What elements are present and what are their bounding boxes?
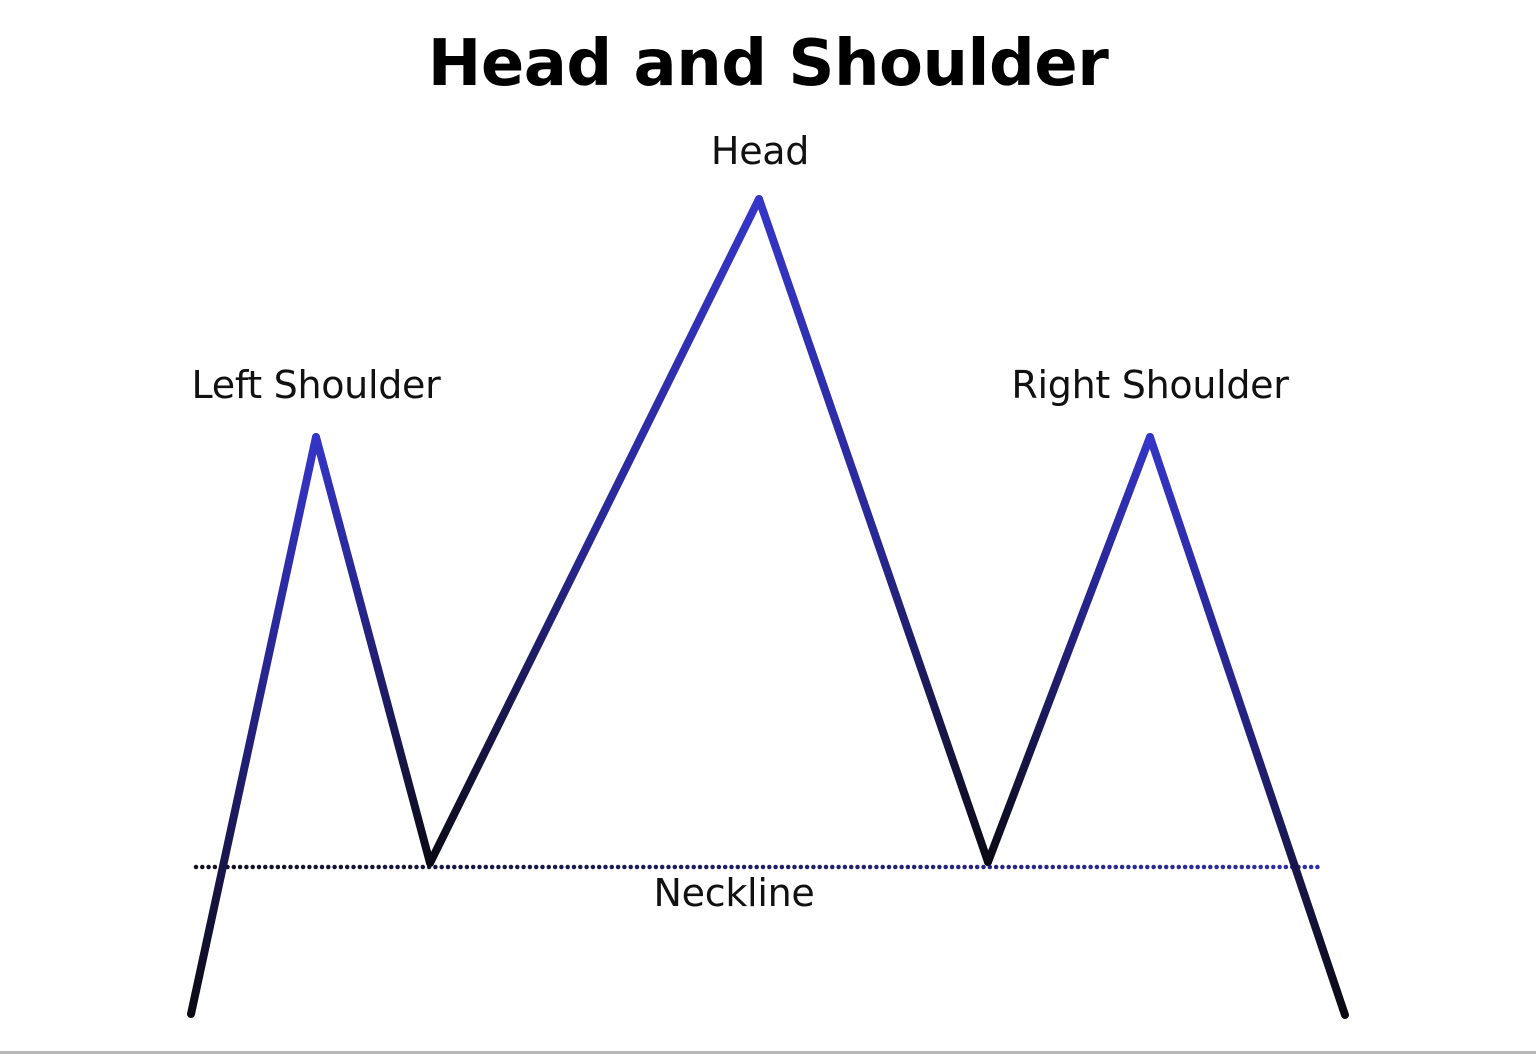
segment-right-shoulder-breakdown <box>1146 433 1349 1019</box>
segment-left-shoulder-decline <box>312 433 434 867</box>
segment-head-decline <box>755 195 992 866</box>
diagram-title: Head and Shoulder <box>427 27 1109 101</box>
bottom-border <box>0 1051 1536 1054</box>
segment-rise-to-right-shoulder <box>984 433 1154 866</box>
neckline-label: Neckline <box>653 871 815 915</box>
segment-rise-to-left-shoulder <box>187 433 320 1018</box>
right-shoulder-label: Right Shoulder <box>1011 363 1289 407</box>
head-label: Head <box>710 129 810 173</box>
segment-rise-to-head <box>426 195 763 867</box>
left-shoulder-label: Left Shoulder <box>191 363 441 407</box>
